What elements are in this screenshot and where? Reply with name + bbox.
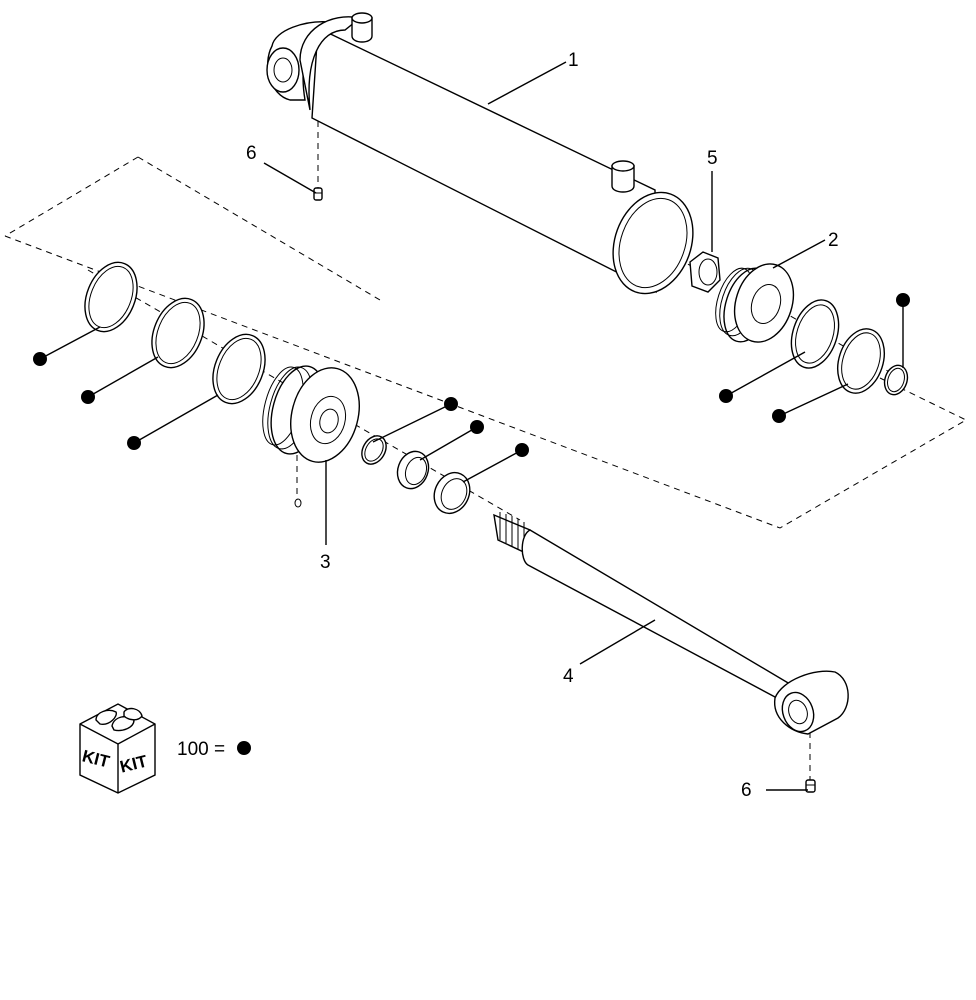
kit-boundary (4, 156, 968, 529)
callout-6-upper: 6 (246, 143, 257, 164)
piston-seals (790, 299, 909, 396)
kit-legend-text: 100 = (177, 739, 225, 760)
callout-4: 4 (563, 666, 574, 687)
cylinder-barrel (266, 12, 694, 295)
callout-3: 3 (320, 552, 331, 573)
leader-lines (39, 61, 904, 791)
callout-1: 1 (568, 50, 579, 71)
callout-2: 2 (828, 230, 839, 251)
grease-fitting-upper (313, 187, 323, 201)
gland (262, 365, 360, 508)
grease-fitting-lower (805, 779, 816, 793)
rod-seals (361, 435, 471, 515)
piston-rod (493, 512, 849, 735)
kit-markers (33, 293, 910, 457)
callout-6-lower: 6 (741, 780, 752, 801)
piston (715, 263, 795, 343)
kit-legend-dot (237, 741, 251, 755)
gland-orings (84, 261, 266, 405)
piston-nut (689, 251, 721, 293)
callout-5: 5 (707, 148, 718, 169)
kit-box-icon: KIT KIT (79, 703, 156, 794)
